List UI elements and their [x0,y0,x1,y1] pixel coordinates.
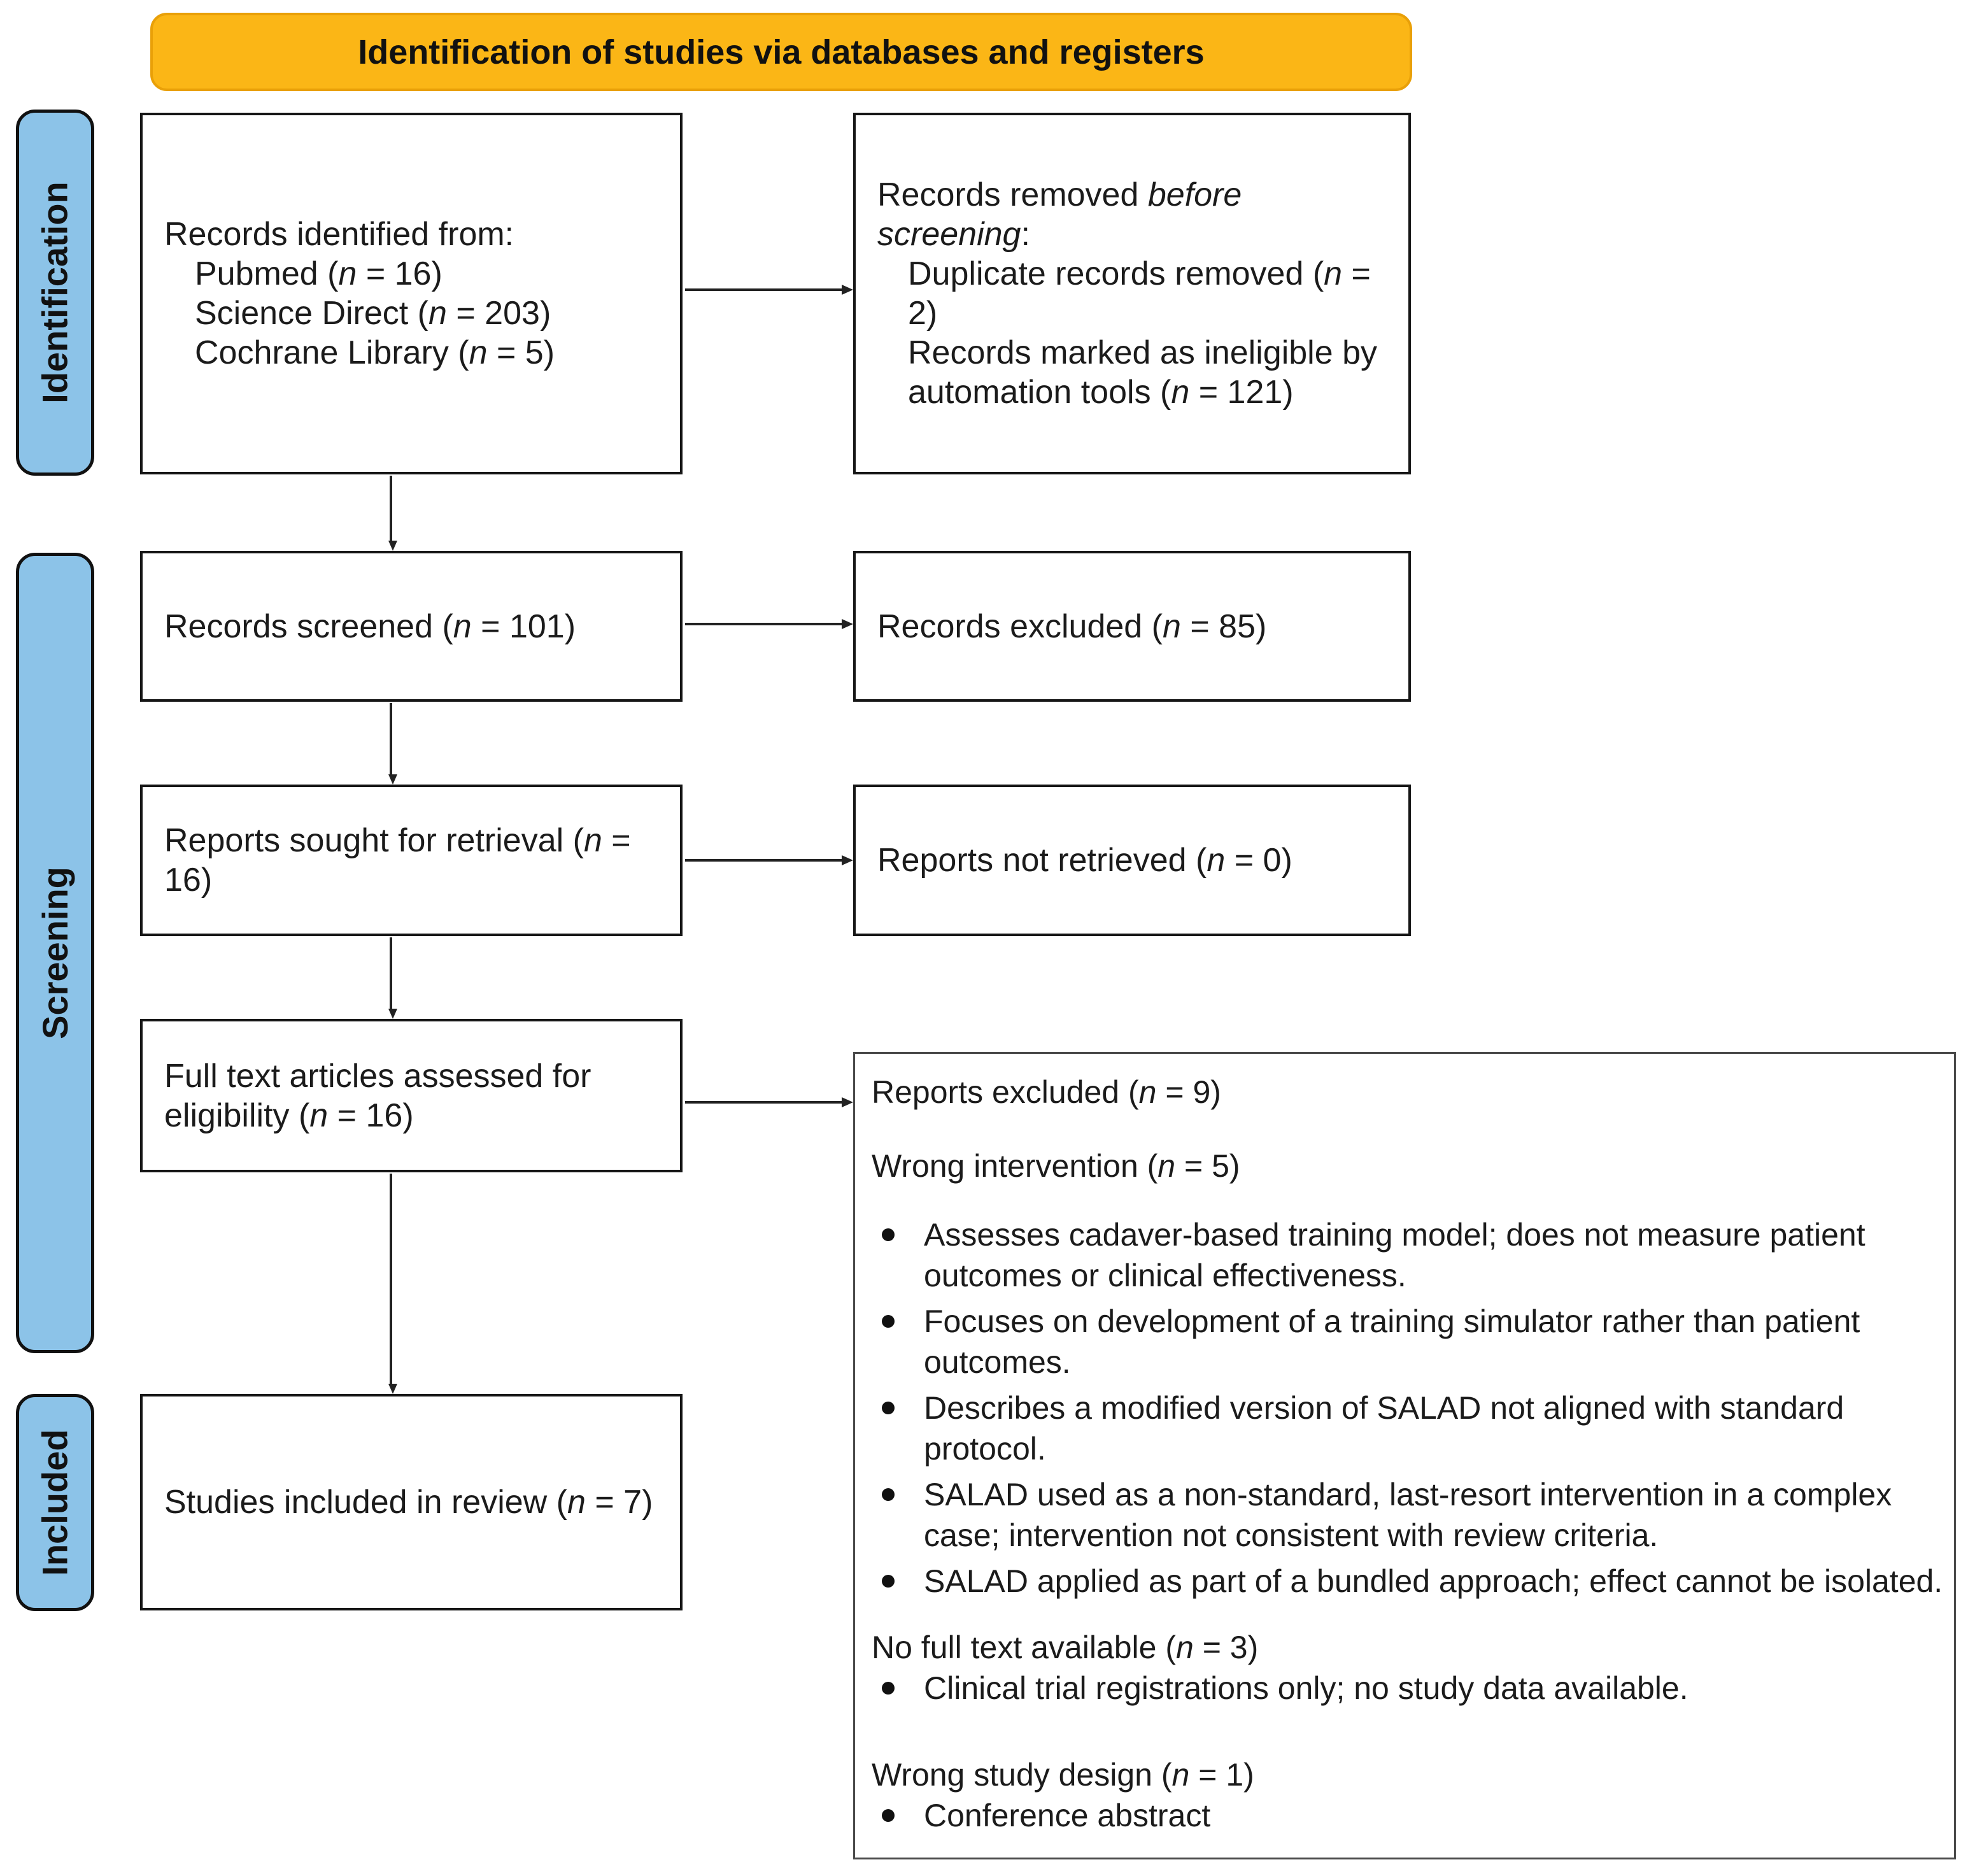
exclusion-bullets-wrong-design: Conference abstract [872,1795,1945,1836]
source-item: Cochrane Library (n = 5) [195,334,555,371]
arrow-sought-to-fulltext [388,937,397,1019]
exclusion-bullet: Describes a modified version of SALAD no… [872,1388,1945,1469]
exclusion-bullet: Clinical trial registrations only; no st… [872,1668,1945,1709]
arrow-screened-to-sought [388,703,397,785]
box-reports-sought: Reports sought for retrieval (n = 16) [140,785,683,936]
box-text: Records excluded (n = 85) [877,608,1267,645]
arrow-fulltext-to-excluded-detail [685,1097,853,1107]
exclusion-bullet: Focuses on development of a training sim… [872,1301,1945,1382]
banner: Identification of studies via databases … [150,13,1412,91]
source-item: Pubmed (n = 16) [195,255,442,292]
exclusion-bullet: Assesses cadaver-based training model; d… [872,1214,1945,1296]
exclusion-bullets-wrong-intervention: Assesses cadaver-based training model; d… [872,1214,1945,1602]
exclusion-bullets-no-fulltext: Clinical trial registrations only; no st… [872,1668,1945,1709]
exclusion-bullet: SALAD applied as part of a bundled appro… [872,1561,1945,1602]
exclusion-heading-wrong-design: Wrong study design (n = 1) [872,1757,1254,1793]
box-text: Records screened (n = 101) [164,608,576,645]
box-records-excluded: Records excluded (n = 85) [853,551,1411,702]
arrow-fulltext-to-included [388,1174,397,1394]
box-records-screened: Records screened (n = 101) [140,551,683,702]
box-title: Records identified from: [164,216,514,253]
arrow-screened-to-excluded [685,619,853,629]
box-reports-not-retrieved: Reports not retrieved (n = 0) [853,785,1411,936]
stage-label-text: Screening [35,867,76,1039]
exclusion-bullet: Conference abstract [872,1795,1945,1836]
arrow-identified-to-screened [388,476,397,551]
box-records-identified: Records identified from: Pubmed (n = 16)… [140,113,683,474]
stage-label-screening: Screening [16,553,94,1353]
exclusion-heading-wrong-intervention: Wrong intervention (n = 5) [872,1148,1240,1184]
box-text: Full text articles assessed for eligibil… [164,1057,591,1134]
source-list: Pubmed (n = 16)Science Direct (n = 203)C… [164,254,661,373]
stage-label-included: Included [16,1394,94,1611]
box-studies-included: Studies included in review (n = 7) [140,1394,683,1610]
banner-title: Identification of studies via databases … [358,32,1205,71]
stage-label-identification: Identification [16,110,94,476]
removal-item: Duplicate records removed (n = 2) [908,255,1371,332]
box-text: Reports sought for retrieval (n = 16) [164,822,631,899]
box-records-removed: Records removed before screening: Duplic… [853,113,1411,474]
exclusion-heading-no-fulltext: No full text available (n = 3) [872,1630,1259,1665]
box-reports-excluded-detail: Reports excluded (n = 9) Wrong intervent… [853,1052,1956,1859]
stage-label-text: Identification [35,181,76,404]
arrow-identified-to-removed [685,285,853,295]
removal-list: Duplicate records removed (n = 2)Records… [877,254,1389,412]
box-fulltext-assessed: Full text articles assessed for eligibil… [140,1019,683,1172]
removal-item: Records marked as ineligible by automati… [908,334,1378,411]
stage-label-text: Included [35,1429,76,1576]
source-item: Science Direct (n = 203) [195,295,551,332]
exclusion-title: Reports excluded (n = 9) [872,1074,1221,1110]
exclusion-bullet: SALAD used as a non-standard, last-resor… [872,1474,1945,1556]
box-text: Reports not retrieved (n = 0) [877,842,1292,879]
box-title: Records removed before screening: [877,176,1242,253]
arrow-sought-to-not-retrieved [685,855,853,865]
box-text: Studies included in review (n = 7) [164,1484,653,1521]
